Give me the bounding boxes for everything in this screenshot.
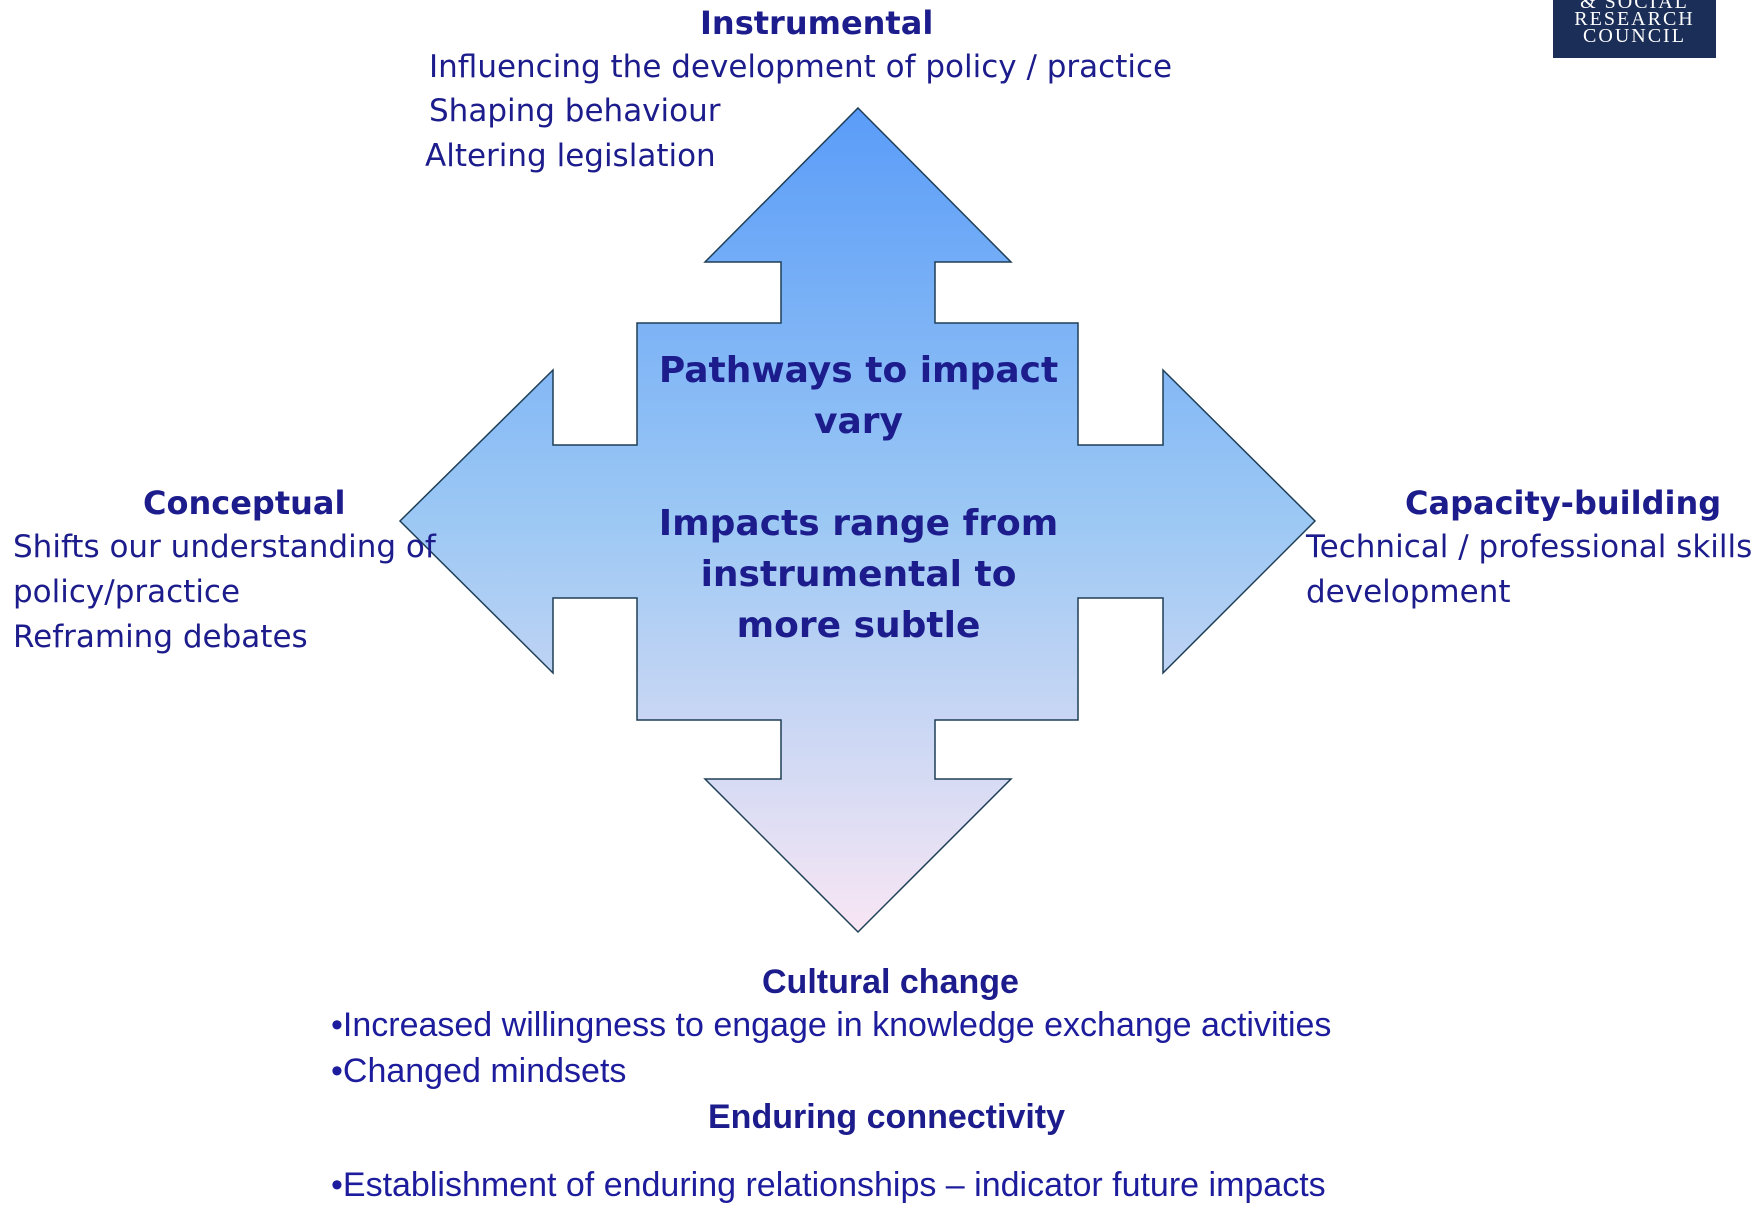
logo-line-3: COUNCIL <box>1583 25 1686 47</box>
center-subtitle: Impacts range from instrumental to more … <box>640 498 1077 651</box>
center-title-line-2: vary <box>814 401 903 442</box>
four-way-arrow-shape <box>398 106 1317 934</box>
conceptual-line-1: Shifts our understanding of <box>13 529 436 565</box>
instrumental-line-1: Influencing the development of policy / … <box>429 49 1173 85</box>
enduring-heading: Enduring connectivity <box>708 1098 1066 1136</box>
center-title: Pathways to impact vary <box>640 345 1077 447</box>
instrumental-heading: Instrumental <box>700 4 934 42</box>
capacity-line-2: development <box>1306 574 1511 610</box>
center-subtitle-line-3: more subtle <box>736 605 981 646</box>
center-subtitle-line-1: Impacts range from <box>658 503 1059 544</box>
logo-line-2: RESEARCH <box>1574 8 1695 30</box>
conceptual-line-2: policy/practice <box>13 574 241 610</box>
logo-line-1: & SOCIAL <box>1580 0 1689 13</box>
conceptual-line-3: Reframing debates <box>13 619 308 655</box>
enduring-line-1: •Establishment of enduring relationships… <box>331 1166 1326 1204</box>
capacity-line-1: Technical / professional skills <box>1306 529 1753 565</box>
cultural-line-1: •Increased willingness to engage in know… <box>331 1006 1332 1044</box>
center-subtitle-line-2: instrumental to <box>700 554 1017 595</box>
capacity-heading: Capacity-building <box>1405 484 1722 522</box>
instrumental-line-2: Shaping behaviour <box>429 93 721 129</box>
conceptual-heading: Conceptual <box>143 484 346 522</box>
instrumental-line-3: Altering legislation <box>425 138 716 174</box>
cultural-heading: Cultural change <box>762 963 1019 1001</box>
council-logo: & SOCIAL RESEARCH COUNCIL <box>1553 0 1716 58</box>
center-title-line-1: Pathways to impact <box>658 350 1059 391</box>
cultural-line-2: •Changed mindsets <box>331 1052 627 1090</box>
